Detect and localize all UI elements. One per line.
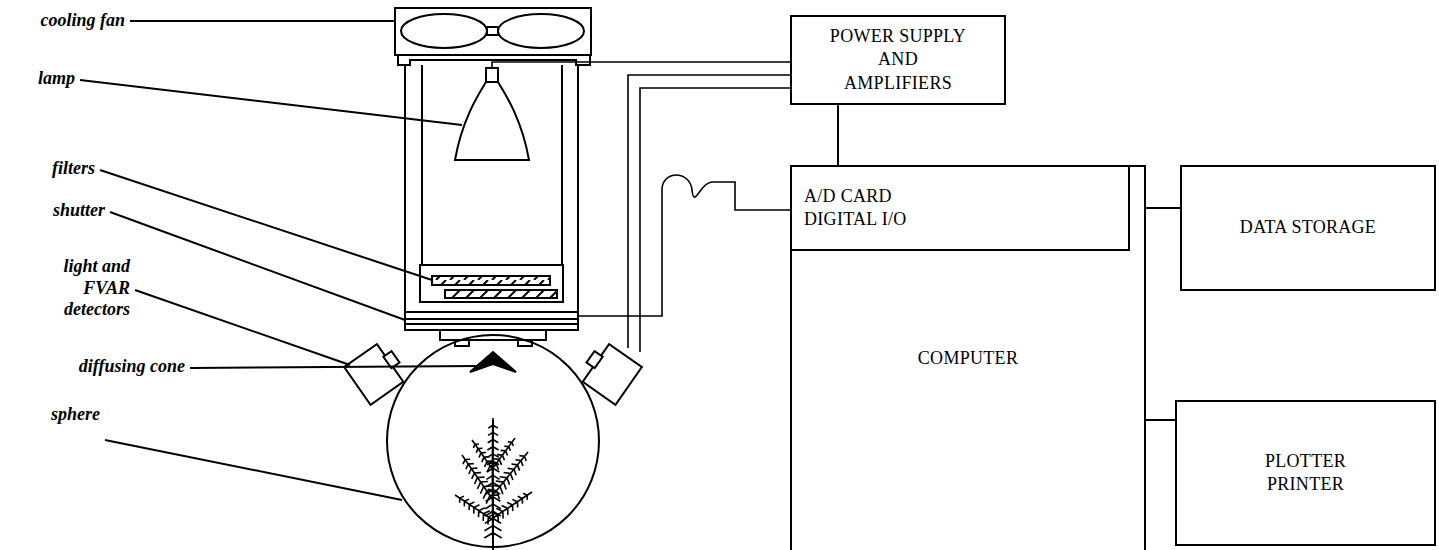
leader-line	[105, 440, 402, 500]
box-text: DATA STORAGE	[1240, 216, 1376, 239]
box-text: PLOTTER PRINTER	[1241, 450, 1371, 497]
leader-line	[110, 212, 405, 320]
lamp-wire	[492, 62, 790, 68]
detector	[344, 340, 410, 405]
part-label: filters	[20, 158, 95, 180]
leader-line	[190, 366, 478, 368]
io-card-box: A/D CARD DIGITAL I/O	[790, 165, 1130, 251]
part-label: shutter	[20, 200, 105, 222]
part-label: sphere	[20, 404, 100, 426]
box-text: POWER SUPPLY AND AMPLIFIERS	[826, 25, 971, 95]
housing-inner-wall	[421, 65, 423, 265]
leader-line	[135, 290, 350, 365]
housing-wall	[577, 65, 579, 330]
part-label: light and FVAR detectors	[20, 256, 130, 321]
box-text: COMPUTER	[918, 347, 1018, 370]
connector-line	[837, 105, 839, 165]
filter-holder	[420, 265, 563, 302]
shutter	[405, 312, 578, 330]
housing-inner-wall	[561, 65, 563, 265]
leader-line	[130, 20, 395, 22]
fan-blade	[401, 14, 487, 48]
fan-mount	[398, 55, 590, 65]
fan-housing	[395, 8, 591, 55]
lamp-reflector	[455, 82, 529, 160]
leader-line	[80, 80, 462, 125]
filter	[445, 290, 557, 298]
detector	[576, 340, 642, 405]
part-label: diffusing cone	[10, 356, 185, 378]
computer-box: COMPUTER A/D CARD DIGITAL I/O	[790, 165, 1146, 550]
fan-hub	[487, 27, 498, 35]
storage-box: DATA STORAGE	[1180, 165, 1436, 291]
diffusing-cone	[470, 352, 516, 372]
printer-box: PLOTTER PRINTER	[1175, 400, 1436, 546]
shutter-wire	[578, 175, 790, 316]
housing-wall	[404, 65, 406, 330]
lamp-socket	[486, 68, 498, 82]
part-label: lamp	[20, 68, 75, 90]
box-text: A/D CARD DIGITAL I/O	[804, 185, 914, 232]
shutter-blade	[405, 318, 578, 320]
branch-needles	[455, 418, 532, 540]
connector-line	[1146, 419, 1175, 421]
fan-blade	[498, 14, 584, 48]
part-label: cooling fan	[20, 10, 125, 32]
detector-wire	[628, 75, 790, 348]
shutter-blade	[405, 323, 578, 325]
filter	[432, 276, 550, 285]
power-supply-box: POWER SUPPLY AND AMPLIFIERS	[790, 15, 1006, 105]
leader-line	[100, 170, 432, 280]
